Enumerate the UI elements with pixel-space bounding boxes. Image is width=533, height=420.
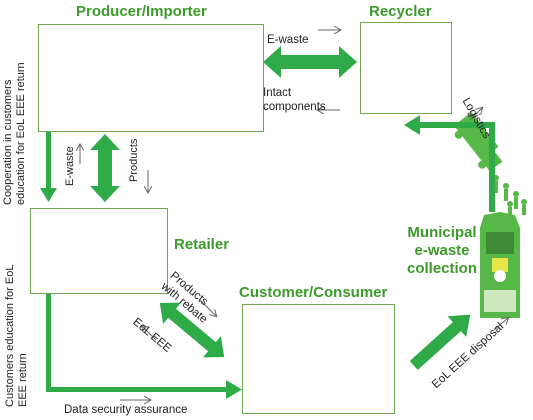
producer-title: Producer/Importer [76,3,207,20]
retailer-title: Retailer [174,236,230,253]
rebate-thin-arrow [199,299,216,316]
buy-sign-text: BUY [50,237,78,252]
recycler-box [360,22,452,114]
retailer-consumer-arrow [159,302,225,358]
coop-label-line1: Cooperation in customers [2,79,14,205]
ewaste-side-label: E-waste [64,146,76,186]
intact-line2: components [263,101,326,113]
intact-line1: Intact [263,87,292,99]
recycler-return-line [420,122,495,128]
ewaste-top-label: E-waste [267,34,309,46]
sell-sign: SELL SMART [104,238,160,266]
municipal-title: Municipal e-waste collection [406,224,478,278]
coop-label: Cooperation in customers education for E… [2,62,28,205]
logistics-thin-arrow [469,108,482,121]
consumer-box [242,304,395,414]
cust-edu-line2: EEE return [17,353,29,407]
buy-sign-sub: SMART [51,255,77,262]
cust-edu-label: Customers education for EoL EEE return [4,265,30,407]
data-security-line [46,387,228,392]
sell-sign-text: SELL [115,237,149,252]
municipal-title-line1: Municipal [407,224,477,241]
intact-components-label: Intact components [263,86,326,114]
collection-bin-image [480,212,520,318]
municipal-up-line [489,122,495,212]
disposal-thin-arrow [493,318,508,331]
eol-thin-arrow [142,326,157,341]
producer-box [38,24,264,132]
sell-sign-sub: SMART [119,255,145,262]
data-security-label: Data security assurance [64,404,188,416]
municipal-title-line2: e-waste [414,242,470,259]
producer-retailer-arrow [90,134,120,202]
municipal-title-line3: collection [406,260,477,277]
coop-arrowhead [40,188,57,202]
cust-edu-line [46,292,51,392]
buy-sign: BUY SMART [36,238,92,266]
recycler-title: Recycler [369,3,432,20]
producer-recycler-arrow [263,46,357,78]
data-security-arrowhead [226,380,242,399]
consumer-municipal-arrow [409,314,471,370]
products-side-label: Products [128,138,140,182]
recycler-return-arrowhead [404,115,420,135]
coop-line [46,131,51,191]
retailer-box [30,208,168,294]
consumer-title: Customer/Consumer [239,284,388,301]
coop-label-line2: education for EoL EEE return [15,62,27,205]
cust-edu-line1: Customers education for EoL [4,264,16,407]
